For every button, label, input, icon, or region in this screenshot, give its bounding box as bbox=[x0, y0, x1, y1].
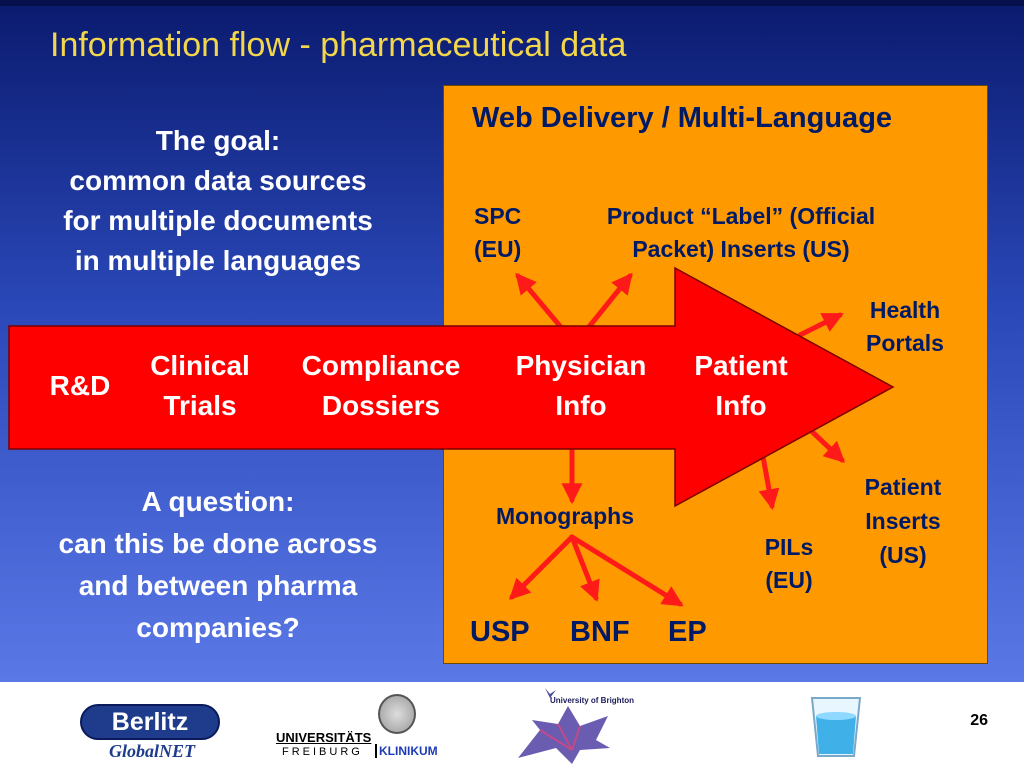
question-line: A question: bbox=[141, 486, 295, 517]
question-line: can this be done across bbox=[58, 528, 378, 559]
uni-freiburg-logo: UNIVERSITÄTS FREIBURG KLINIKUM bbox=[276, 694, 446, 762]
clinical-line: Clinical bbox=[150, 350, 250, 381]
compliance-dossiers-label: Compliance Dossiers bbox=[283, 346, 479, 426]
panel-heading: Web Delivery / Multi-Language bbox=[472, 102, 893, 134]
product-label-line: Product “Label” (Official bbox=[606, 203, 876, 229]
physician-line: Physician bbox=[515, 350, 647, 381]
berlitz-wordmark: Berlitz bbox=[111, 708, 189, 736]
berlitz-logo: Berlitz GlobalNET bbox=[80, 704, 220, 762]
uni-line-1: UNIVERSITÄTS bbox=[276, 730, 372, 745]
question-line: companies? bbox=[136, 612, 300, 643]
question-line: and between pharma bbox=[78, 570, 358, 601]
patient-inserts-line: Patient bbox=[864, 474, 942, 500]
product-label: Product “Label” (Official Packet) Insert… bbox=[566, 200, 916, 266]
goal-line: for multiple documents bbox=[63, 205, 373, 236]
brighton-text: University of Brighton bbox=[550, 696, 635, 705]
pils-line: PILs bbox=[764, 534, 814, 560]
arrow-to-bnf bbox=[569, 534, 600, 602]
slide-title: Information flow - pharmaceutical data bbox=[50, 26, 627, 64]
rd-label: R&D bbox=[49, 370, 111, 401]
uni-seal-icon bbox=[378, 694, 416, 734]
health-line: Portals bbox=[866, 330, 944, 356]
uni-klinikum: KLINIKUM bbox=[375, 744, 438, 758]
page-number: 26 bbox=[970, 712, 988, 729]
spc-label: SPC (EU) bbox=[474, 200, 521, 266]
compliance-line: Dossiers bbox=[321, 390, 441, 421]
goal-line: common data sources bbox=[69, 165, 367, 196]
spc-line: SPC bbox=[474, 203, 522, 229]
physician-line: Info bbox=[555, 390, 607, 421]
goal-line: in multiple languages bbox=[74, 245, 362, 276]
brighton-leaf-icon bbox=[518, 688, 610, 764]
arrow-to-ep bbox=[569, 534, 684, 607]
main-flow-arrow bbox=[8, 266, 895, 508]
ep-label: EP bbox=[668, 616, 707, 648]
product-label-line: Packet) Inserts (US) bbox=[632, 236, 850, 262]
brighton-logo: University of Brighton bbox=[510, 686, 710, 764]
clinical-trials-label: Clinical Trials bbox=[135, 346, 265, 426]
water-glass-icon bbox=[808, 694, 864, 760]
question-text: A question: can this be done across and … bbox=[18, 481, 418, 649]
berlitz-subtitle: GlobalNET bbox=[108, 741, 195, 761]
uni-line-2: FREIBURG bbox=[282, 746, 363, 758]
monographs-label: Monographs bbox=[496, 503, 634, 529]
arrow-to-health bbox=[797, 312, 844, 338]
health-line: Health bbox=[869, 297, 941, 323]
bnf-label: BNF bbox=[570, 616, 630, 648]
spc-line: (EU) bbox=[474, 236, 522, 262]
pils-line: (EU) bbox=[765, 567, 813, 593]
compliance-line: Compliance bbox=[301, 350, 461, 381]
pils-label: PILs (EU) bbox=[752, 531, 826, 597]
top-border bbox=[0, 0, 1024, 6]
patient-inserts-line: (US) bbox=[879, 542, 927, 568]
arrow-to-usp bbox=[509, 534, 575, 600]
patient-info-line: Patient bbox=[694, 350, 788, 381]
usp-label: USP bbox=[470, 616, 530, 648]
patient-info-line: Info bbox=[715, 390, 767, 421]
patient-inserts-label: Patient Inserts (US) bbox=[848, 470, 958, 572]
clinical-line: Trials bbox=[163, 390, 237, 421]
physician-info-label: Physician Info bbox=[500, 346, 662, 426]
goal-text: The goal: common data sources for multip… bbox=[18, 121, 418, 281]
health-portals-label: Health Portals bbox=[850, 294, 960, 360]
goal-line: The goal: bbox=[155, 125, 281, 156]
patient-info-label: Patient Info bbox=[680, 346, 802, 426]
berlitz-badge bbox=[80, 704, 220, 740]
flow-arrows bbox=[8, 266, 895, 607]
patient-inserts-line: Inserts bbox=[865, 508, 941, 534]
